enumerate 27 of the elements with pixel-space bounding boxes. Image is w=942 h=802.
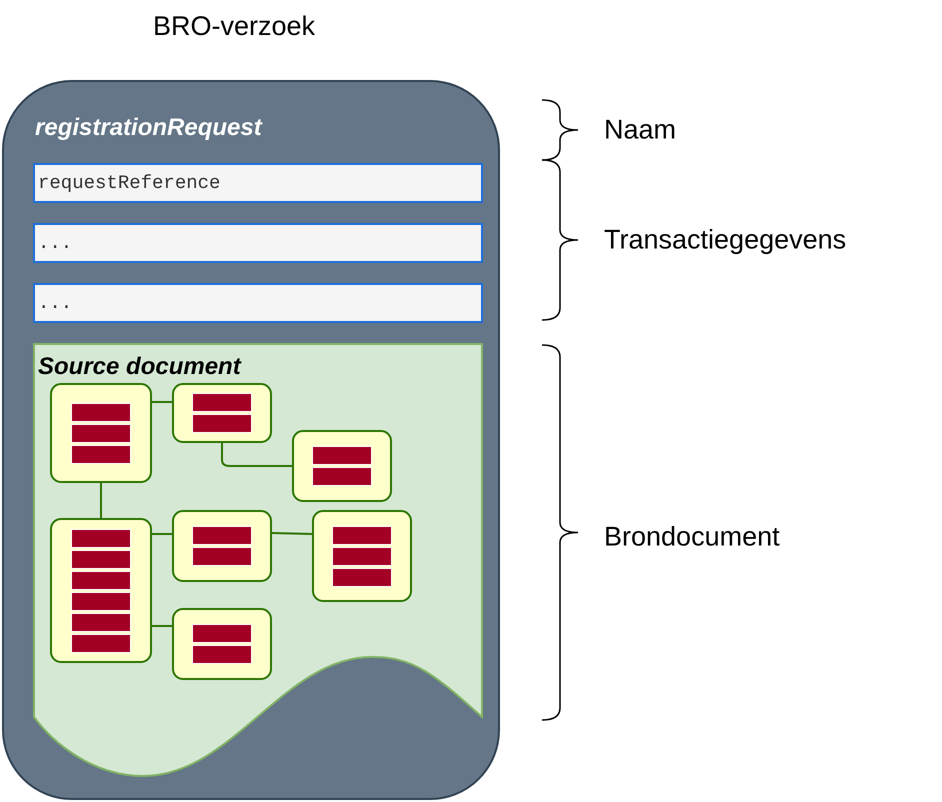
record-box <box>172 510 272 582</box>
document-shape <box>33 343 483 777</box>
field-row <box>33 163 483 203</box>
field-name: ... <box>38 230 72 256</box>
request-container <box>2 80 500 800</box>
connector-line <box>272 532 312 535</box>
connector-line <box>152 401 172 403</box>
section-label: Transactiegegevens <box>604 226 846 254</box>
connector-line <box>100 483 102 518</box>
connector-line <box>221 443 292 467</box>
record-box <box>312 510 412 602</box>
document-heading: Source document <box>38 352 241 382</box>
record-box <box>50 383 152 483</box>
connector-line <box>152 625 172 627</box>
field-name: requestReference <box>38 170 220 196</box>
connector-line <box>152 533 172 535</box>
record-box <box>50 518 152 663</box>
record-box <box>172 608 272 680</box>
field-row <box>33 223 483 263</box>
field-name: ... <box>38 290 72 316</box>
section-label: Naam <box>604 116 676 144</box>
diagram-title: BRO-verzoek <box>153 10 316 43</box>
field-row <box>33 283 483 323</box>
record-box <box>172 383 272 443</box>
container-heading: registrationRequest <box>35 113 262 143</box>
section-label: Brondocument <box>604 524 780 550</box>
record-box <box>292 430 392 502</box>
